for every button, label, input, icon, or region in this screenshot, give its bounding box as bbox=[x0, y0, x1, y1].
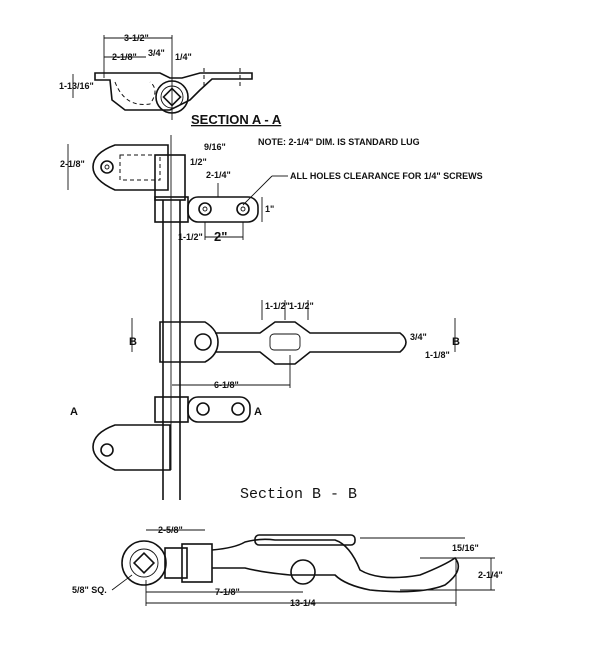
section-mark-b-left: B bbox=[129, 336, 137, 348]
section-mark-a-right: A bbox=[254, 406, 262, 418]
dim-lug-side: 1" bbox=[265, 204, 274, 214]
dim-7-1-8: 7-1/8" bbox=[215, 587, 240, 597]
dim-middle-right: 1-1/2" bbox=[289, 301, 314, 311]
dim-hole-spacing: 2" bbox=[214, 229, 227, 244]
dim-3-4-width: 3/4" bbox=[410, 332, 427, 342]
dim-1-13-16: 1-13/16" bbox=[59, 81, 94, 91]
section-b-b-view: Section B - B 2-5/8" 15/16" 2-1/4" 5/8" … bbox=[72, 486, 503, 608]
square-size-label: 5/8" SQ. bbox=[72, 585, 107, 595]
dim-2-1-4-height: 2-1/4" bbox=[478, 570, 503, 580]
dim-1-2: 1/2" bbox=[190, 157, 207, 167]
section-b-b-title: Section B - B bbox=[240, 486, 357, 503]
section-mark-b-right: B bbox=[452, 336, 460, 348]
dim-1-4: 1/4" bbox=[175, 52, 192, 62]
dim-middle-left: 1-1/2" bbox=[265, 301, 290, 311]
dim-lug-height: 2-1/8" bbox=[60, 159, 85, 169]
dim-2-1-8: 2-1/8" bbox=[112, 52, 137, 62]
dim-9-16: 9/16" bbox=[204, 142, 226, 152]
dim-rod-1-1-2: 1-1/2" bbox=[178, 232, 203, 242]
dim-2-1-4: 2-1/4" bbox=[206, 170, 231, 180]
dim-3-1-2: 3-1/2" bbox=[124, 33, 149, 43]
dim-3-4: 3/4" bbox=[148, 48, 165, 58]
plan-view: NOTE: 2-1/4" DIM. IS STANDARD LUG ALL HO… bbox=[60, 135, 483, 500]
standard-lug-note: NOTE: 2-1/4" DIM. IS STANDARD LUG bbox=[258, 137, 420, 147]
section-a-a-title: SECTION A - A bbox=[191, 112, 282, 127]
section-a-a-view: 3-1/2" 2-1/8" 3/4" 1/4" 1-13/16" SECTION… bbox=[59, 33, 282, 127]
section-mark-a-left: A bbox=[70, 406, 78, 418]
dim-13-1-4: 13-1/4 bbox=[290, 598, 316, 608]
dim-15-16: 15/16" bbox=[452, 543, 479, 553]
holes-clearance-note: ALL HOLES CLEARANCE FOR 1/4" SCREWS bbox=[290, 171, 483, 181]
dim-6-1-8: 6-1/8" bbox=[214, 380, 239, 390]
dim-2-5-8: 2-5/8" bbox=[158, 525, 183, 535]
dim-1-1-8: 1-1/8" bbox=[425, 350, 450, 360]
